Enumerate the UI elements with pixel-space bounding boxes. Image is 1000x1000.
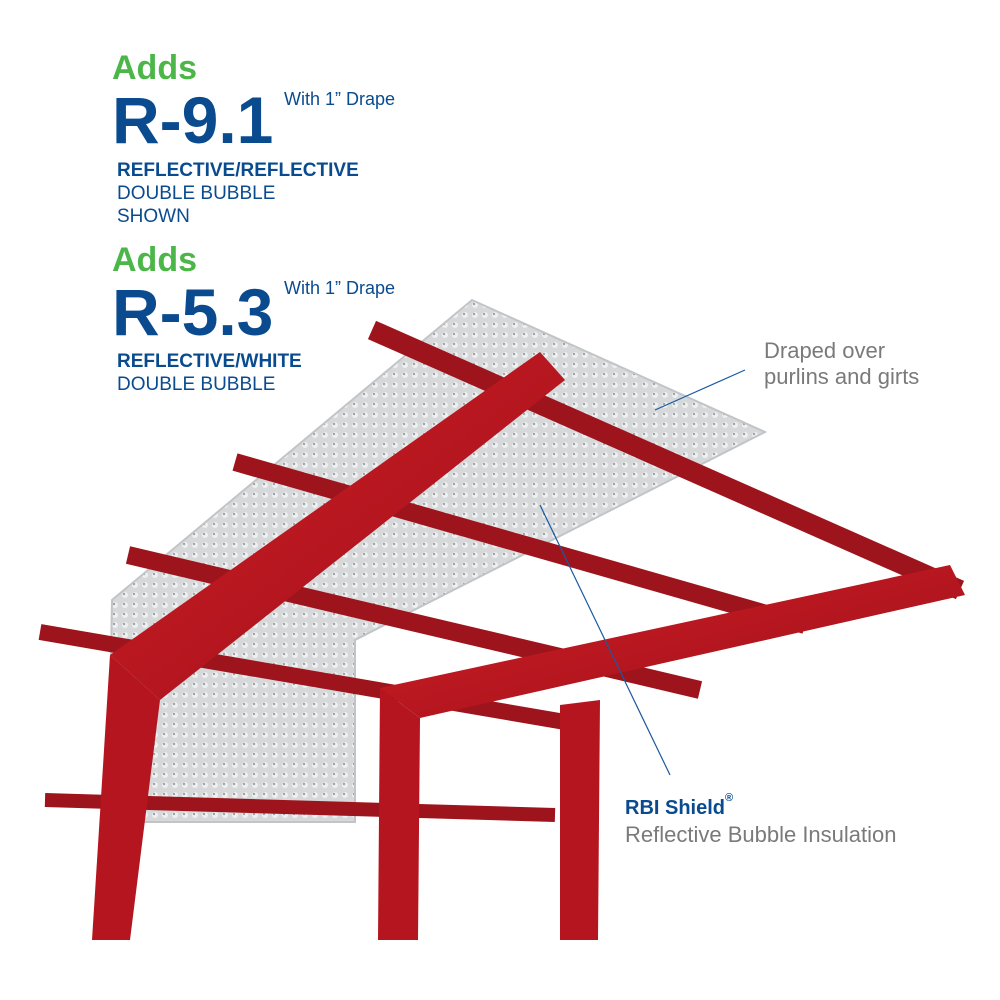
drape-callout-line1: Draped over [764,338,886,363]
drape-callout: Draped over purlins and girts [764,338,919,390]
leader-line-drape [654,369,746,411]
leader-line-product [539,504,671,776]
option2-adds: Adds [112,241,197,279]
option2-type: REFLECTIVE/WHITE [117,351,302,372]
product-description: Reflective Bubble Insulation [625,822,897,847]
option2-r-value: R-5.3 [112,275,274,349]
option1-type: REFLECTIVE/REFLECTIVE [117,160,359,181]
option2-type-line2: DOUBLE BUBBLE [117,374,276,395]
option2-description: REFLECTIVE/WHITE DOUBLE BUBBLE [117,350,302,396]
option1-drape-note: With 1” Drape [284,89,396,109]
option1-adds: Adds [112,49,197,87]
option1-type-line3: SHOWN [117,206,190,227]
product-brand: RBI Shield [625,797,726,819]
left-column [92,655,160,940]
option1-type-line2: DOUBLE BUBBLE [117,183,276,204]
product-callout: RBI Shield® Reflective Bubble Insulation [625,793,897,848]
middle-column [378,688,420,940]
option1-r-value: R-9.1 [112,83,274,157]
right-column [560,700,600,940]
option1-description: REFLECTIVE/REFLECTIVE DOUBLE BUBBLE SHOW… [117,159,359,228]
drape-callout-line2: purlins and girts [764,364,920,389]
purlin [367,320,965,600]
right-rafter [380,565,965,718]
option2-drape-note: With 1” Drape [284,278,396,298]
registered-mark: ® [725,792,734,804]
left-rafter [110,352,565,700]
purlin [232,453,808,634]
